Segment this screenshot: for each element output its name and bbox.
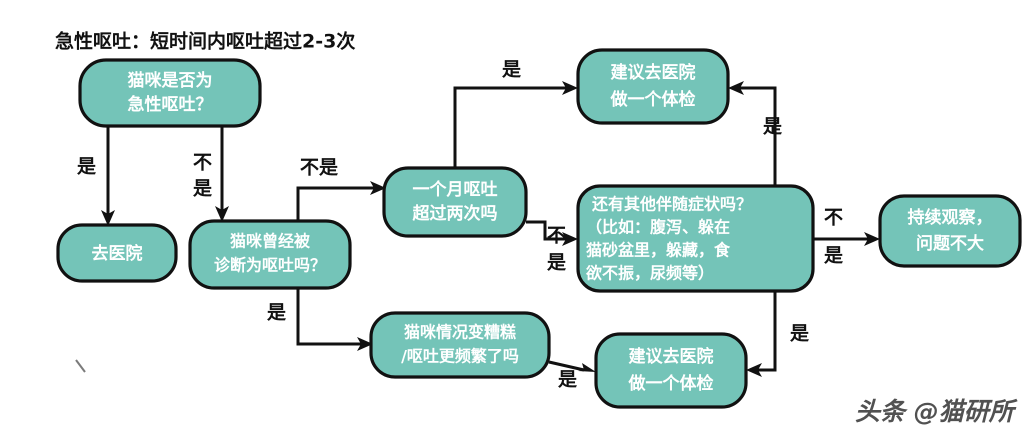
keep-observing-line2: 问题不大	[916, 233, 984, 254]
twice-a-month-question-line1: 一个月呕吐	[413, 179, 498, 200]
node-diagnosed-before-question[interactable]: 猫咪曾经被 诊断为呕吐吗？	[188, 219, 352, 290]
other-symptoms-question-box[interactable]	[576, 184, 815, 293]
arrowhead-symptoms-to-checkup-top	[728, 81, 744, 95]
acute-vomit-question-box[interactable]	[78, 58, 262, 128]
edge-label-twice-no-line1: 不	[547, 225, 566, 247]
node-recommend-checkup-bottom[interactable]: 建议去医院 做一个体检	[594, 332, 748, 409]
edge-label-checkup-bottom-yes: 是	[790, 323, 809, 345]
diagnosed-before-question-line1: 猫咪曾经被	[230, 232, 311, 251]
diagnosed-before-question-line2: 诊断为呕吐吗？	[214, 256, 326, 275]
edge-label-acute-yes: 是	[77, 156, 96, 178]
recommend-checkup-top-box[interactable]	[576, 48, 730, 125]
keep-observing-line1: 持续观察，	[908, 207, 993, 228]
arrowhead-checkup-bottom-to-symptoms	[746, 363, 762, 377]
edge-labels-layer: 是 不 是 不是 是 是 不 是 是 不 是 是 是	[77, 59, 843, 391]
arrowhead-symptoms-to-observe	[864, 232, 880, 246]
recommend-checkup-bottom-box[interactable]	[594, 332, 748, 409]
other-symptoms-question-line2: （比如：腹泻、躲在	[586, 218, 730, 237]
edge-label-worse-yes: 是	[558, 369, 577, 391]
edge-worse-to-checkup-bottom	[548, 360, 585, 372]
edge-label-symptoms-no-line2: 是	[824, 245, 843, 267]
go-to-hospital-label: 去医院	[92, 243, 143, 264]
recommend-checkup-top-line2: 做一个体检	[610, 89, 696, 110]
edge-label-symptoms-no-line1: 不	[824, 207, 843, 229]
node-condition-worse-question[interactable]: 猫咪情况变糟糕 /呕吐更频繁了吗	[369, 311, 551, 379]
edge-diagnosed-to-worse	[296, 288, 361, 346]
keep-observing-box[interactable]	[878, 194, 1022, 268]
node-recommend-checkup-top[interactable]: 建议去医院 做一个体检	[576, 48, 730, 125]
recommend-checkup-top-line1: 建议去医院	[611, 62, 696, 83]
arrowhead-twice-to-checkup-top	[562, 81, 578, 95]
arrowhead-diagnosed-to-worse	[357, 337, 373, 351]
other-symptoms-question-line3: 猫砂盆里，躲藏，食	[586, 241, 731, 260]
page-title: 急性呕吐：短时间内呕吐超过2-3次	[55, 30, 355, 53]
acute-vomit-question-line1: 猫咪是否为	[128, 70, 213, 91]
other-symptoms-question-line4: 欲不振，尿频等）	[585, 264, 714, 283]
node-go-to-hospital[interactable]: 去医院	[56, 223, 178, 283]
edge-diagnosed-to-twice	[296, 186, 374, 221]
edges-layer	[75, 81, 880, 377]
edge-label-diagnosed-no: 不是	[300, 157, 338, 179]
arrowhead-worse-to-checkup-bottom	[578, 363, 596, 372]
node-keep-observing[interactable]: 持续观察， 问题不大	[878, 194, 1022, 268]
go-to-hospital-box[interactable]	[56, 223, 178, 283]
edge-label-diagnosed-yes: 是	[267, 302, 286, 324]
condition-worse-question-box[interactable]	[369, 311, 551, 379]
edge-twice-to-symptoms	[526, 220, 566, 241]
node-twice-a-month-question[interactable]: 一个月呕吐 超过两次吗	[382, 166, 528, 238]
arrowhead-diagnosed-to-twice	[370, 181, 386, 195]
condition-worse-question-line1: 猫咪情况变糟糕	[404, 323, 516, 342]
edge-label-twice-yes: 是	[502, 59, 521, 81]
edge-twice-to-checkup-top	[453, 86, 566, 168]
stray-mark	[75, 359, 86, 373]
condition-worse-question-line2: /呕吐更频繁了吗	[401, 347, 519, 366]
twice-a-month-question-line2: 超过两次吗	[413, 203, 498, 224]
twice-a-month-question-box[interactable]	[382, 166, 528, 238]
arrowhead-acute-to-diagnosed	[215, 206, 229, 222]
diagnosed-before-question-box[interactable]	[188, 219, 352, 290]
arrowhead-twice-to-symptoms	[562, 232, 578, 246]
acute-vomit-question-line2: 急性呕吐？	[128, 94, 213, 115]
watermark: 头条 @猫研所	[855, 397, 1018, 426]
edge-label-acute-no-line2: 是	[193, 178, 212, 200]
recommend-checkup-bottom-line1: 建议去医院	[629, 346, 714, 367]
recommend-checkup-bottom-line2: 做一个体检	[628, 373, 714, 394]
edge-symptoms-to-checkup-top	[740, 86, 777, 186]
edge-label-symptoms-yes-top: 是	[763, 116, 782, 138]
node-acute-vomit-question[interactable]: 猫咪是否为 急性呕吐？	[78, 58, 262, 128]
edge-checkup-bottom-to-symptoms	[758, 291, 777, 372]
edge-label-acute-no-line1: 不	[193, 152, 212, 174]
edge-label-twice-no-line2: 是	[547, 252, 566, 274]
arrowhead-acute-to-hospital	[101, 210, 115, 226]
other-symptoms-question-line1: 还有其他伴随症状吗？	[591, 195, 752, 214]
node-other-symptoms-question[interactable]: 还有其他伴随症状吗？ （比如：腹泻、躲在 猫砂盆里，躲藏，食 欲不振，尿频等）	[576, 184, 815, 293]
